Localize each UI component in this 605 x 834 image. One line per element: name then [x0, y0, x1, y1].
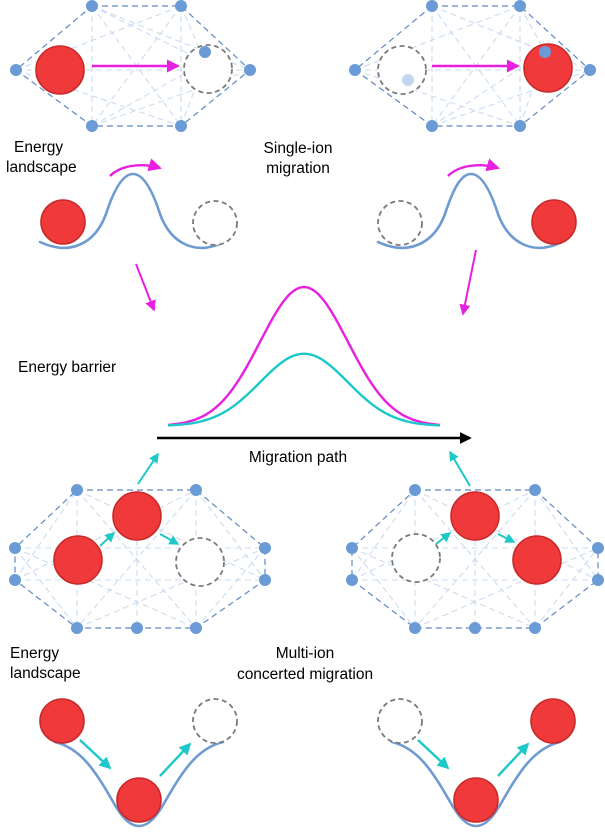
energy-well-curve: [38, 172, 226, 250]
lattice-site: [71, 484, 83, 496]
energy-well-curve: [390, 740, 562, 828]
lattice-site: [469, 622, 481, 634]
lattice-site: [529, 484, 541, 496]
lattice-site: [514, 120, 526, 132]
single-ion-lattice-final: [349, 0, 596, 132]
lattice-inner-bonds: [14, 489, 266, 629]
energy-landscape-label-bottom-line2: landscape: [10, 665, 81, 682]
multi-ion-barrier-curve: [167, 352, 441, 427]
single-ion-barrier-curve: [167, 285, 441, 427]
mobile-ion: [112, 491, 162, 541]
single-ion-lattice-initial: [10, 0, 256, 132]
vacancy: [175, 537, 225, 587]
mobile-ion: [40, 199, 86, 245]
concerted-hop-arrow: [159, 533, 180, 545]
lattice-site: [244, 64, 256, 76]
mobile-ion: [531, 199, 577, 245]
lattice-site: [9, 542, 21, 554]
mobile-ion: [453, 777, 499, 823]
lattice-site: [86, 0, 98, 12]
mobile-ion: [39, 698, 85, 744]
energy-well-curve: [53, 740, 225, 828]
multi-ion-migration-label-line1: Multi-ion: [276, 645, 335, 662]
vacancy: [377, 698, 423, 744]
lattice-site: [175, 120, 187, 132]
lattice-site: [539, 46, 551, 58]
energy-landscape-label-bottom-line1: Energy: [10, 645, 59, 662]
mobile-ion: [116, 777, 162, 823]
lattice-site: [584, 64, 596, 76]
mobile-ion: [53, 535, 103, 585]
single-ion-migration-label-line1: Single-ion: [264, 140, 333, 157]
concerted-hop-arrow: [99, 531, 116, 547]
lattice-site-faded: [402, 74, 414, 86]
lattice-site: [346, 574, 358, 586]
concerted-hop-arrow: [435, 532, 452, 545]
single-ion-to-barrier-arrow-right: [459, 249, 477, 316]
vacancy: [377, 45, 427, 95]
lattice-site: [514, 0, 526, 12]
multi-ion-migration-label-line2: concerted migration: [237, 666, 373, 683]
lattice-site: [529, 622, 541, 634]
lattice-site: [426, 120, 438, 132]
concerted-hop-arrow: [497, 742, 530, 777]
mobile-ion: [512, 535, 562, 585]
lattice-site: [190, 484, 202, 496]
multi-ion-lattice-initial: [9, 484, 271, 634]
lattice-site: [9, 574, 21, 586]
multi-ion-lattice-final: [346, 484, 604, 634]
mobile-ion: [530, 698, 576, 744]
lattice-site: [86, 120, 98, 132]
lattice-site: [199, 46, 211, 58]
vacancy: [192, 200, 238, 246]
mobile-ion: [450, 491, 500, 541]
vacancy: [377, 200, 423, 246]
single-ion-to-barrier-arrow-left: [135, 263, 156, 312]
lattice-site: [346, 542, 358, 554]
multi-ion-to-barrier-arrow-left: [137, 452, 159, 485]
concerted-hop-arrow: [159, 742, 192, 777]
energy-well-curve: [376, 172, 564, 250]
migration-path-label: Migration path: [249, 449, 347, 466]
lattice-site: [131, 622, 143, 634]
multi-ion-energy-landscape-initial: [39, 698, 238, 828]
single-ion-energy-landscape-final: [376, 158, 577, 250]
lattice-site: [10, 64, 22, 76]
energy-barrier-label: Energy barrier: [18, 359, 116, 376]
lattice-site: [592, 574, 604, 586]
vacancy: [192, 698, 238, 744]
vacancy: [391, 533, 441, 583]
concerted-hop-arrow: [497, 533, 516, 543]
mobile-ion: [35, 45, 85, 95]
energy-landscape-label-top-line1: Energy: [14, 139, 63, 156]
vacancy: [183, 44, 233, 94]
lattice-site: [592, 542, 604, 554]
hop-arrow: [109, 158, 162, 177]
multi-ion-energy-landscape-final: [377, 698, 576, 828]
single-ion-energy-landscape-initial: [38, 158, 238, 250]
lattice-site: [190, 622, 202, 634]
energy-landscape-label-top-line2: landscape: [6, 159, 77, 176]
lattice-site: [409, 622, 421, 634]
single-ion-migration-label-line2: migration: [266, 160, 330, 177]
lattice-site: [426, 0, 438, 12]
lattice-site: [175, 0, 187, 12]
hop-arrow: [447, 158, 500, 177]
lattice-site: [259, 542, 271, 554]
lattice-site: [71, 622, 83, 634]
concerted-hop-arrow: [417, 739, 450, 770]
mobile-ion: [523, 43, 573, 93]
concerted-hop-arrow: [79, 739, 112, 770]
lattice-site: [259, 574, 271, 586]
multi-ion-to-barrier-arrow-right: [449, 450, 471, 487]
lattice-site: [349, 64, 361, 76]
energy-barrier-plot: [157, 285, 472, 444]
lattice-site: [409, 484, 421, 496]
